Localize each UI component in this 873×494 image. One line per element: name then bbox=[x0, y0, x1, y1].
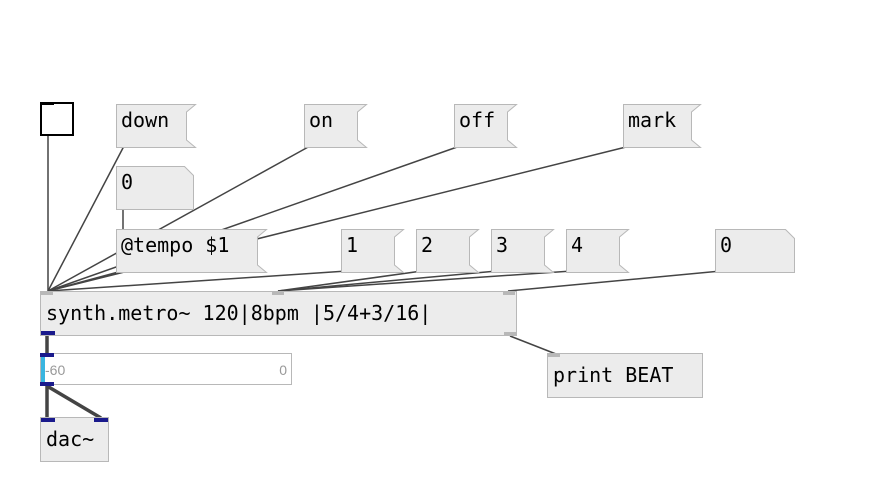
gain-slider[interactable]: -60 0 bbox=[40, 353, 292, 385]
cord-2-metro bbox=[277, 270, 423, 292]
slider-min-label: -60 bbox=[45, 362, 66, 378]
cord-1-metro bbox=[47, 270, 348, 292]
slider-signal-outlet[interactable] bbox=[40, 382, 54, 386]
message-tempo-label: @tempo $1 bbox=[121, 233, 230, 257]
message-2[interactable]: 2 bbox=[416, 229, 480, 273]
object-print-beat-label: print BEAT bbox=[553, 363, 674, 387]
number-box-shape bbox=[715, 229, 795, 273]
object-print-beat[interactable]: print BEAT bbox=[547, 353, 703, 398]
message-shape bbox=[116, 104, 197, 148]
object-dac-label: dac~ bbox=[46, 427, 95, 451]
cord-on-metro bbox=[47, 145, 311, 292]
metro-signal-outlet[interactable] bbox=[41, 331, 55, 335]
print-inlet[interactable] bbox=[548, 354, 560, 357]
dac-inlet-right[interactable] bbox=[94, 418, 108, 422]
message-2-label: 2 bbox=[421, 233, 434, 257]
number-box-shape bbox=[116, 166, 194, 210]
cord-number-metro bbox=[507, 270, 722, 292]
message-down[interactable]: down bbox=[116, 104, 197, 148]
slider-signal-inlet[interactable] bbox=[40, 353, 54, 357]
object-synth-metro-label: synth.metro~ 120|8bpm |5/4+3/16| bbox=[46, 301, 432, 325]
message-off-label: off bbox=[459, 108, 496, 132]
dac-inlet-left[interactable] bbox=[41, 418, 55, 422]
message-off[interactable]: off bbox=[454, 104, 518, 148]
message-1-label: 1 bbox=[346, 233, 359, 257]
message-shape bbox=[454, 104, 518, 148]
message-mark[interactable]: mark bbox=[623, 104, 702, 148]
message-3-label: 3 bbox=[496, 233, 509, 257]
message-down-label: down bbox=[121, 108, 170, 132]
number-box-tempo[interactable]: 0 bbox=[116, 166, 194, 210]
object-dac[interactable]: dac~ bbox=[40, 417, 109, 462]
message-shape bbox=[341, 229, 405, 273]
number-box-tempo-value: 0 bbox=[121, 170, 134, 194]
message-shape bbox=[304, 104, 368, 148]
cord-slider-dac-right bbox=[46, 384, 102, 420]
metro-inlet-middle[interactable] bbox=[272, 292, 284, 295]
slider-knob[interactable] bbox=[41, 354, 45, 384]
message-4[interactable]: 4 bbox=[566, 229, 630, 273]
message-shape bbox=[416, 229, 480, 273]
slider-max-label: 0 bbox=[279, 362, 287, 378]
message-tempo[interactable]: @tempo $1 bbox=[116, 229, 268, 273]
bang-outlet-marker bbox=[40, 102, 54, 105]
cord-4-metro bbox=[277, 270, 573, 292]
message-3[interactable]: 3 bbox=[491, 229, 555, 273]
message-mark-label: mark bbox=[628, 108, 677, 132]
number-box-metro[interactable]: 0 bbox=[715, 229, 795, 273]
message-shape bbox=[566, 229, 630, 273]
cord-metro-print bbox=[509, 335, 557, 355]
message-on[interactable]: on bbox=[304, 104, 368, 148]
message-4-label: 4 bbox=[571, 233, 584, 257]
metro-inlet-left[interactable] bbox=[41, 292, 53, 295]
message-shape bbox=[623, 104, 702, 148]
message-1[interactable]: 1 bbox=[341, 229, 405, 273]
message-shape bbox=[491, 229, 555, 273]
cord-down-metro bbox=[47, 145, 125, 292]
cord-tempo-metro bbox=[47, 270, 123, 292]
cord-3-metro bbox=[277, 270, 498, 292]
message-shape bbox=[116, 229, 268, 273]
message-on-label: on bbox=[309, 108, 334, 132]
object-synth-metro[interactable]: synth.metro~ 120|8bpm |5/4+3/16| bbox=[40, 291, 517, 336]
metro-outlet-right[interactable] bbox=[504, 332, 516, 335]
bang-button[interactable] bbox=[40, 102, 74, 136]
number-box-metro-value: 0 bbox=[720, 233, 733, 257]
metro-inlet-right[interactable] bbox=[503, 292, 515, 295]
